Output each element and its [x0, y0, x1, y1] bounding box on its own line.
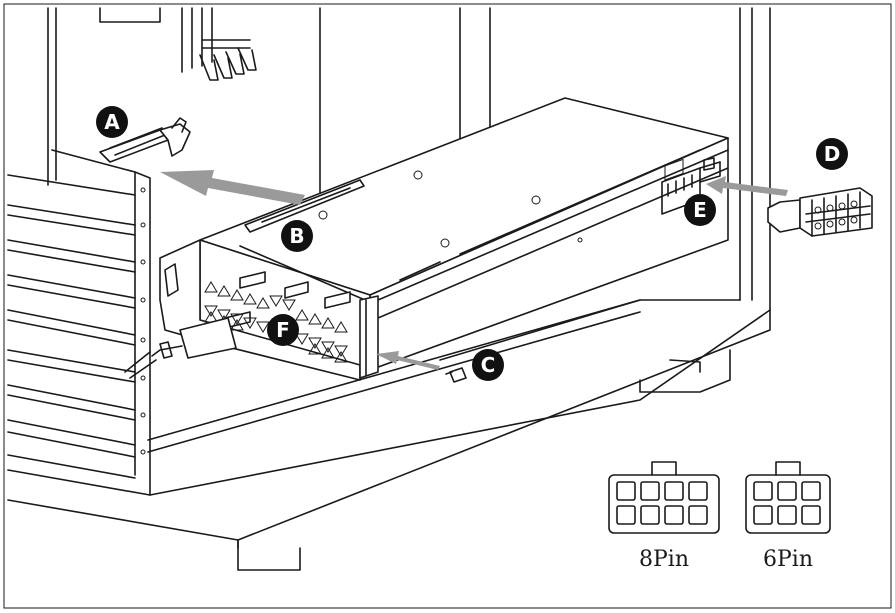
callout-a: A [96, 106, 128, 138]
callout-e: E [684, 194, 716, 226]
display-cable [124, 317, 237, 379]
graphics-card [159, 97, 729, 381]
callout-c: C [472, 349, 504, 381]
arrow-b [160, 170, 305, 205]
callout-f: F [267, 314, 299, 346]
callout-b-label: B [289, 224, 304, 248]
callout-b: B [281, 220, 313, 252]
callout-d: D [816, 138, 848, 170]
pcie-slot [99, 117, 191, 163]
arrow-d [706, 176, 788, 196]
screw [445, 367, 467, 383]
arrow-c [376, 351, 440, 370]
callout-f-label: F [276, 318, 290, 342]
diagram-border [3, 3, 892, 609]
eight-pin-connector-diagram: 8Pin [608, 461, 720, 572]
computer-case [7, 7, 771, 571]
callout-a-label: A [104, 110, 120, 134]
callout-e-label: E [693, 198, 707, 222]
vent-pattern [204, 281, 348, 363]
eight-pin-label: 8Pin [639, 547, 689, 572]
six-pin-connector-diagram: 6Pin [745, 461, 831, 572]
callout-c-label: C [481, 353, 496, 377]
pcie-power-plug [767, 187, 873, 237]
direction-arrows [160, 170, 788, 370]
six-pin-label: 6Pin [763, 547, 813, 572]
callout-d-label: D [824, 142, 841, 166]
